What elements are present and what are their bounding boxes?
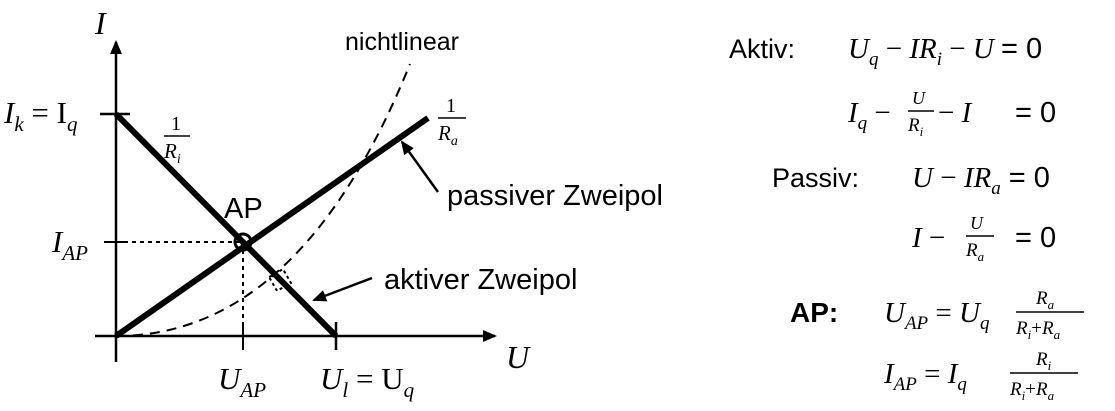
svg-text:UAP = Uq: UAP = Uq (884, 297, 990, 334)
nichtlinear-label: nichtlinear (345, 28, 459, 56)
passive-load-line (114, 115, 430, 339)
ap-label: AP (224, 193, 263, 225)
active-source-line (113, 111, 339, 339)
operating-point-dot (240, 239, 246, 245)
ul-label: Ul = Uq (320, 361, 415, 402)
svg-text:Ri: Ri (1035, 349, 1052, 373)
svg-text:Ri: Ri (907, 115, 924, 139)
nonlinear-curve (115, 63, 411, 337)
svg-text:= 0: = 0 (1015, 97, 1056, 129)
svg-text:IAP = Iq: IAP = Iq (883, 358, 967, 395)
svg-text:= 0: = 0 (1015, 222, 1056, 254)
svg-text:Ri+Ra: Ri+Ra (1009, 379, 1055, 403)
svg-text:Ra: Ra (1035, 288, 1055, 312)
ik-label: Ik = Iq (3, 95, 78, 136)
uap-label: UAP (218, 361, 266, 402)
svg-text:1: 1 (446, 95, 456, 117)
fraction-1-over-ra: 1 Ra (437, 95, 466, 149)
eq-aktiv-2: Iq − U Ri − I = 0 (847, 88, 1056, 139)
svg-text:I −: I − (911, 222, 945, 254)
svg-text:U: U (970, 213, 984, 233)
svg-text:Iq −: Iq − (847, 97, 891, 134)
svg-text:1: 1 (171, 113, 181, 135)
svg-text:Ra: Ra (965, 240, 985, 264)
active-pointer-arrow (312, 276, 373, 302)
nonlinear-intersection-marker (267, 267, 293, 293)
eq-aktiv-1: Uq − IRi − U = 0 (848, 33, 1042, 70)
svg-text:Ra: Ra (437, 121, 458, 149)
aktiv-label: Aktiv: (729, 34, 795, 64)
y-axis-label: I (94, 5, 107, 41)
fraction-1-over-ri: 1 Ri (163, 113, 190, 167)
eq-ap-1: UAP = Uq Ra Ri+Ra (884, 288, 1084, 342)
active-label: aktiver Zweipol (384, 264, 577, 296)
x-axis-label: U (506, 339, 531, 375)
eq-passiv-1: U − IRa = 0 (912, 162, 1050, 199)
operating-point-marker (233, 232, 253, 252)
passive-label: passiver Zweipol (447, 180, 663, 212)
iap-label: IAP (51, 224, 88, 265)
ap-eq-label: AP: (790, 297, 838, 328)
passive-pointer-arrow (400, 140, 440, 193)
eq-passiv-2: I − U Ra = 0 (911, 213, 1056, 264)
svg-text:Ri+Ra: Ri+Ra (1015, 318, 1061, 342)
svg-text:Ri: Ri (163, 139, 181, 167)
svg-text:− I: − I (938, 97, 973, 129)
passiv-label: Passiv: (772, 163, 859, 193)
svg-text:U: U (912, 88, 926, 108)
eq-ap-2: IAP = Iq Ri Ri+Ra (883, 349, 1078, 403)
